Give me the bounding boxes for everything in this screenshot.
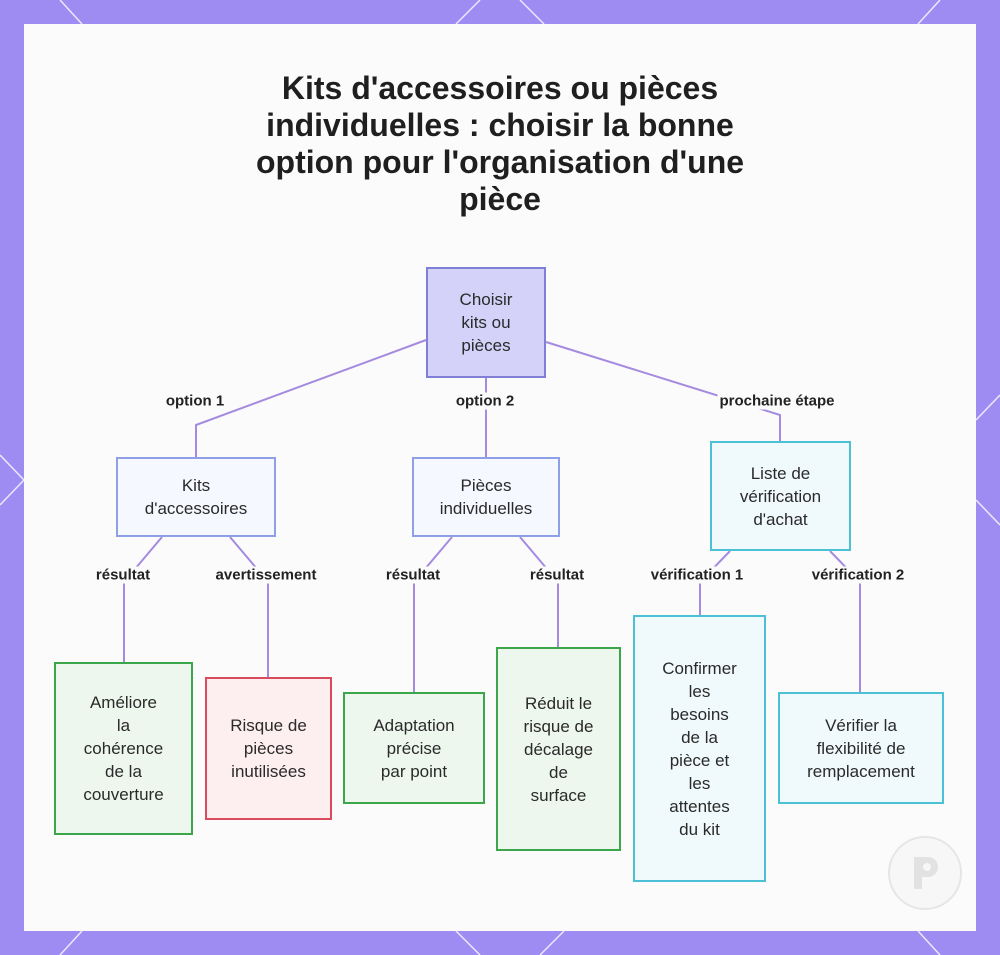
node-verifier-flexibilite: Vérifier la flexibilité de remplacement [778,692,944,804]
node-kits-accessoires: Kits d'accessoires [116,457,276,537]
node-ameliore-coherence: Améliore la cohérence de la couverture [54,662,193,835]
edge-label-avertissement: avertissement [213,566,319,584]
node-pieces-individuelles: Pièces individuelles [412,457,560,537]
node-reduit-risque: Réduit le risque de décalage de surface [496,647,621,851]
edge-kits-risque [229,536,269,677]
edge-label-option-2: option 2 [453,392,517,410]
edge-root-liste [545,341,781,441]
node-root-choisir: Choisir kits ou pièces [426,267,546,378]
node-risque-pieces: Risque de pièces inutilisées [205,677,332,820]
edge-kits-ameliore [123,536,163,662]
edge-root-kits [195,339,427,457]
diagram-title: Kits d'accessoires ou pièces individuell… [255,70,745,217]
edge-label-resultat-3: résultat [527,566,587,584]
edge-label-resultat-1: résultat [93,566,153,584]
edge-pieces-adaptation [413,536,453,692]
node-confirmer-besoins: Confirmer les besoins de la pièce et les… [633,615,766,882]
edge-label-prochaine-etape: prochaine étape [717,392,837,410]
logo-p-icon [914,857,938,889]
watermark-logo-icon [888,836,962,910]
node-adaptation-precise: Adaptation précise par point [343,692,485,804]
edge-pieces-reduit [519,536,559,647]
edge-label-resultat-2: résultat [383,566,443,584]
edge-label-option-1: option 1 [163,392,227,410]
edge-label-verification-2: vérification 2 [809,566,907,584]
node-liste-verification: Liste de vérification d'achat [710,441,851,551]
edge-label-verification-1: vérification 1 [648,566,746,584]
